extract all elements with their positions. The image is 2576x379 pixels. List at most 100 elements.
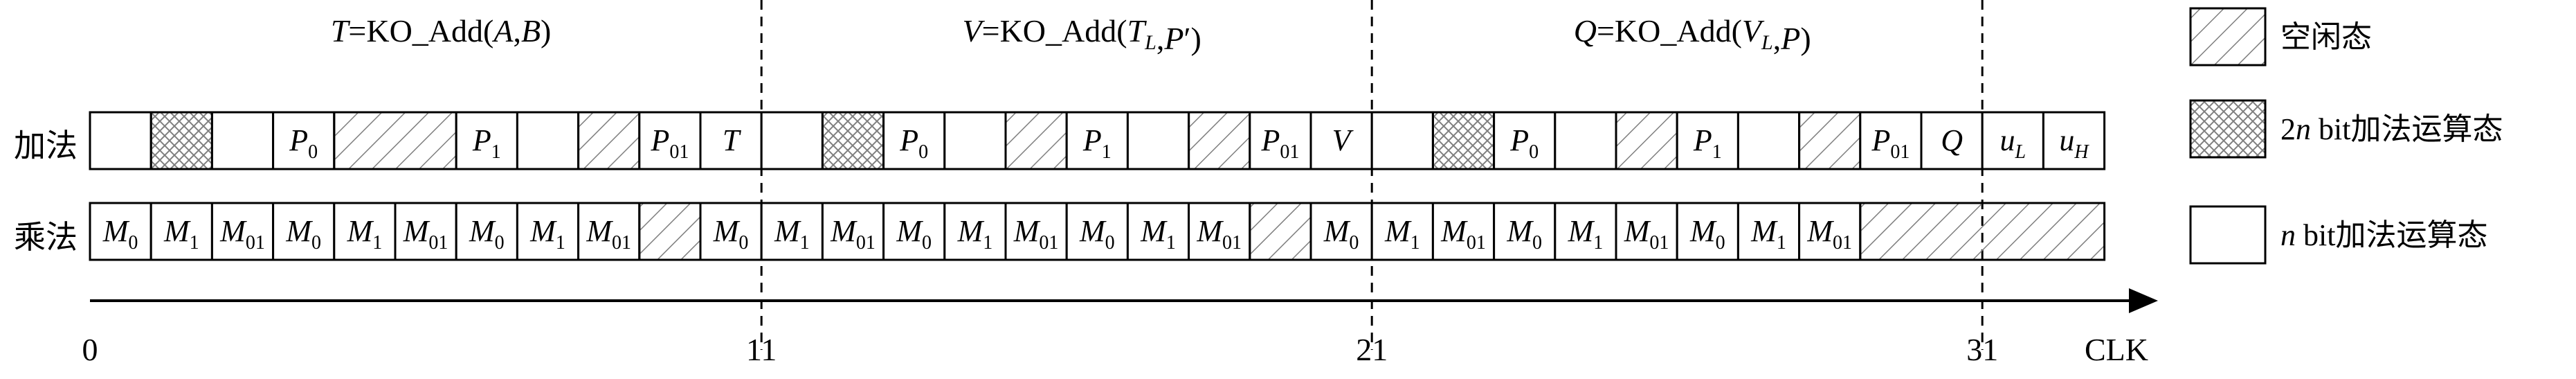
cell-label-subscript: 01 xyxy=(612,232,631,254)
cell-label-base: M xyxy=(1568,214,1595,248)
add-row-cell-n xyxy=(1309,111,1373,170)
add-row-cell-n xyxy=(1981,111,2044,170)
cell-label-base: M xyxy=(1506,214,1534,248)
mul-row-cell-label: M0 xyxy=(1506,214,1542,254)
add-row-cell-2n xyxy=(821,111,885,170)
add-row-cell-idle xyxy=(577,111,641,170)
mul-row-cell-label: M1 xyxy=(1750,214,1786,254)
add-row-cell-n xyxy=(272,111,336,170)
mul-row-cell-idle xyxy=(638,202,702,261)
mul-row-cell-n xyxy=(333,202,397,261)
mul-row-cell-label: M1 xyxy=(1384,214,1420,254)
mul-row-cell-label: M1 xyxy=(163,214,199,254)
cell-label-base: P xyxy=(1871,123,1890,157)
cell-label-subscript: 01 xyxy=(1890,141,1910,163)
add-row-cell-n xyxy=(1676,111,1739,170)
add-row-cell-n xyxy=(1065,111,1129,170)
section-labels: T=KO_Add(A,B)V=KO_Add(TL,P′)Q=KO_Add(VL,… xyxy=(331,13,1811,56)
cell-label-base: M xyxy=(713,214,741,248)
cell-label-subscript: 1 xyxy=(1411,232,1420,254)
cell-label-subscript: H xyxy=(2074,141,2089,163)
cell-label-subscript: 01 xyxy=(669,141,689,163)
mul-row-cell-n xyxy=(516,202,580,261)
row-label-mul: 乘法 xyxy=(14,218,78,256)
cell-label-base: M xyxy=(774,214,801,248)
mul-row-cell-n xyxy=(1676,202,1739,261)
add-row-cell-n xyxy=(1370,111,1434,170)
add-row-cell-2n xyxy=(1431,111,1496,170)
cell-label-base: M xyxy=(830,214,858,248)
cell-label-base: P xyxy=(472,123,491,157)
mul-row-cell-n xyxy=(882,202,946,261)
mul-row-cell-label: M0 xyxy=(1323,214,1359,254)
mul-row-cell-label: M01 xyxy=(403,214,448,254)
add-row-cell-idle xyxy=(1188,111,1251,170)
axis-label: CLK xyxy=(2085,332,2148,367)
cell-label-subscript: 0 xyxy=(1529,141,1539,163)
add-row-cell-label: P01 xyxy=(1260,123,1299,163)
legend-swatch-2n xyxy=(2189,99,2267,159)
cell-label-base: M xyxy=(896,214,923,248)
mul-row-cell-label: M01 xyxy=(586,214,631,254)
cell-label-base: M xyxy=(1624,214,1651,248)
add-row-cell-n xyxy=(882,111,946,170)
section-equation: T=KO_Add(A,B) xyxy=(331,13,552,49)
cell-label-base: u xyxy=(2059,123,2074,157)
axis-tick-label: 0 xyxy=(82,332,98,367)
add-row-cell-label: Q xyxy=(1941,123,1963,157)
cell-label-subscript: 0 xyxy=(1105,232,1115,254)
cell-label-base: M xyxy=(1013,214,1041,248)
cell-label-base: V xyxy=(1332,123,1354,157)
mul-row-cell-label: M01 xyxy=(830,214,876,254)
cell-label-subscript: 0 xyxy=(738,232,748,254)
mul-row-cell-n xyxy=(272,202,336,261)
cell-label-base: M xyxy=(469,214,496,248)
add-row-cell-label: P01 xyxy=(1871,123,1910,163)
cell-label-subscript: 0 xyxy=(128,232,138,254)
cell-label-base: M xyxy=(1323,214,1351,248)
cell-label-base: M xyxy=(1384,214,1412,248)
cell-label-base: M xyxy=(1079,214,1107,248)
add-row-cell-n xyxy=(943,111,1007,170)
add-row-cell-label: P1 xyxy=(472,123,501,163)
cell-label-base: P xyxy=(650,123,669,157)
mul-row-cell-n xyxy=(1798,202,1862,261)
cell-label-subscript: 0 xyxy=(495,232,505,254)
add-row-cell-n xyxy=(1554,111,1617,170)
add-row-cell-n xyxy=(210,111,275,170)
mul-row-cell-label: M1 xyxy=(529,214,565,254)
axis-arrow-icon xyxy=(2129,288,2158,313)
row-label-add: 加法 xyxy=(14,127,78,164)
axis-tick-label: 11 xyxy=(746,332,777,367)
cell-label-subscript: 1 xyxy=(556,232,565,254)
add-row-cell-n xyxy=(89,111,152,170)
mul-row-cell-n xyxy=(149,202,213,261)
cell-label-subscript: 0 xyxy=(1349,232,1359,254)
cell-label-subscript: 1 xyxy=(190,232,199,254)
add-row-cell-2n xyxy=(149,111,213,170)
add-row-cell-n xyxy=(2042,111,2106,170)
cell-label-base: M xyxy=(403,214,430,248)
mul-row-cell-idle xyxy=(1249,202,1312,261)
axis-tick-label: 31 xyxy=(1966,332,1998,367)
section-equation: Q=KO_Add(VL,P) xyxy=(1574,13,1811,56)
add-row-cell-label: P0 xyxy=(1509,123,1539,163)
mul-row-cell-label: M01 xyxy=(1440,214,1486,254)
cell-label-subscript: 1 xyxy=(983,232,992,254)
add-row-cell-n xyxy=(1493,111,1557,170)
add-row-cell-label: P1 xyxy=(1693,123,1722,163)
mul-row-cell-label: M1 xyxy=(957,214,993,254)
cell-label-base: M xyxy=(529,214,557,248)
cell-label-subscript: 01 xyxy=(1222,232,1242,254)
cell-label-subscript: 1 xyxy=(1777,232,1786,254)
axis-tick-label: 21 xyxy=(1356,332,1388,367)
cell-label-base: P xyxy=(289,123,308,157)
mul-row-cell-label: M01 xyxy=(1196,214,1242,254)
mul-row-cell-label: M0 xyxy=(285,214,321,254)
cell-label-subscript: 01 xyxy=(856,232,876,254)
add-row-cell-label: P0 xyxy=(899,123,928,163)
add-row-cell-idle xyxy=(333,111,457,170)
cell-label-subscript: 1 xyxy=(1593,232,1603,254)
